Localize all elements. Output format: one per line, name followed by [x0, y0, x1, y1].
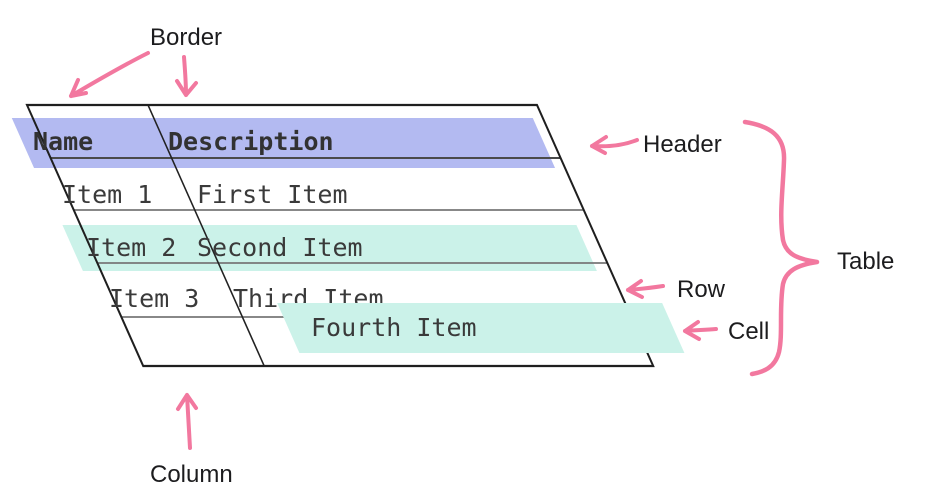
table-brace — [742, 119, 820, 377]
column-arrow — [176, 393, 198, 450]
cell-item-1: Item 1 — [62, 180, 153, 209]
border-arrow-left — [69, 51, 150, 98]
column-label: Column — [150, 461, 233, 488]
table-label: Table — [837, 248, 895, 275]
header-cell-description: Description — [168, 127, 334, 156]
row-highlight-band — [62, 225, 597, 271]
cell-highlight-band — [277, 303, 685, 353]
cell-item-2: Item 2 — [86, 233, 177, 262]
row-arrow — [626, 279, 665, 299]
table-outline — [25, 103, 655, 368]
cell-arrow — [683, 320, 718, 341]
cell-fourth-item: Fourth Item — [311, 313, 477, 342]
header-label: Header — [643, 131, 722, 158]
header-arrow — [590, 135, 639, 155]
row-label: Row — [677, 276, 726, 303]
column-divider-line — [147, 105, 266, 366]
header-highlight-band — [11, 118, 556, 168]
border-label: Border — [150, 24, 223, 51]
border-arrow-down — [175, 55, 198, 97]
header-cell-name: Name — [33, 127, 94, 156]
cell-second-item: Second Item — [197, 233, 363, 262]
cell-first-item: First Item — [197, 180, 348, 209]
cell-item-3: Item 3 — [109, 284, 200, 313]
cell-label: Cell — [728, 318, 770, 345]
